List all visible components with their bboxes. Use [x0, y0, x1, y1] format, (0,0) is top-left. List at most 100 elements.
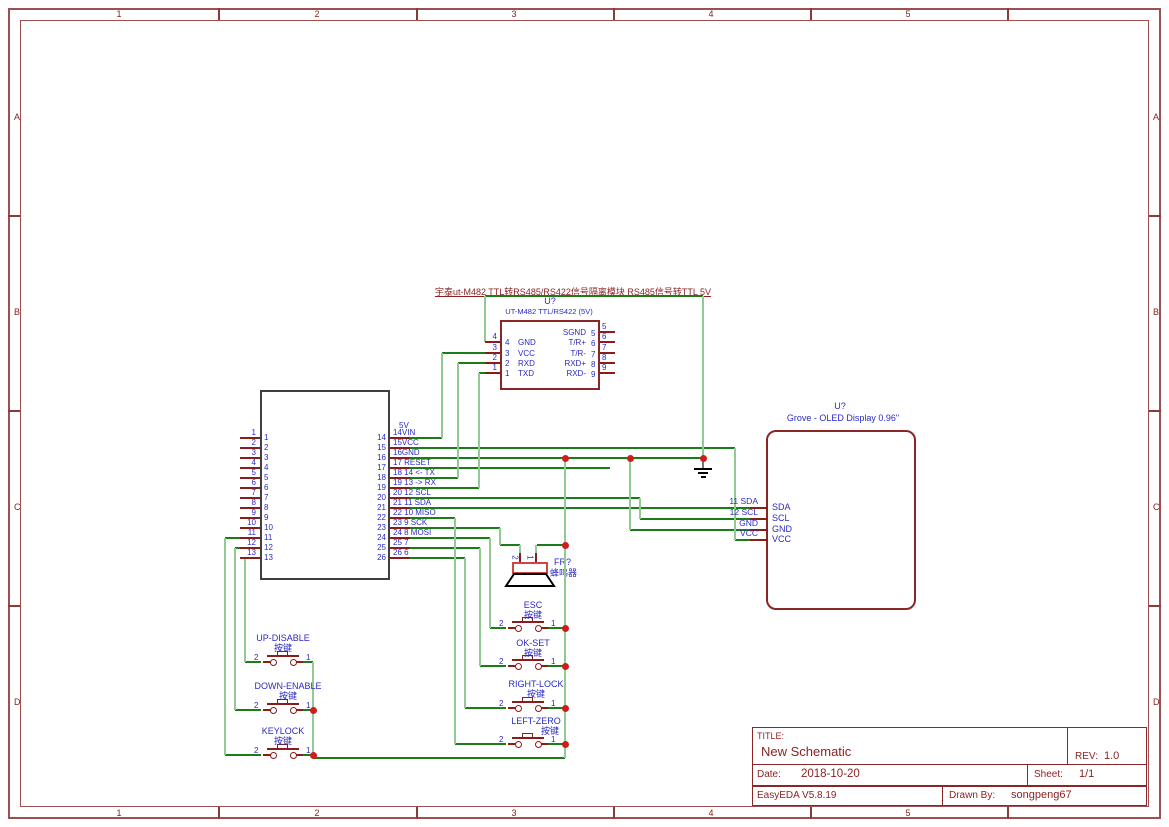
oled-pin-stub[interactable] — [750, 507, 768, 509]
mcu-right-pin-stub[interactable] — [390, 437, 410, 439]
button-sub-label[interactable]: 按键 — [526, 689, 545, 699]
wire[interactable] — [244, 558, 246, 662]
wire[interactable] — [640, 518, 750, 520]
mcu-left-pin-stub[interactable] — [240, 457, 260, 459]
mcu-right-pin-stub[interactable] — [390, 457, 410, 459]
mcu-right-pin-label[interactable]: 24 8 MOSI — [393, 528, 432, 537]
wire[interactable] — [410, 457, 703, 459]
mcu-left-pin-stub[interactable] — [240, 477, 260, 479]
button-name-label[interactable]: LEFT-ZERO — [511, 716, 561, 726]
wire[interactable] — [410, 467, 610, 469]
mcu-right-pin-label[interactable]: 20 12 SCL — [393, 488, 431, 497]
mcu-left-pin-stub[interactable] — [240, 497, 260, 499]
wire[interactable] — [734, 448, 736, 540]
wire[interactable] — [441, 353, 443, 438]
ut-m482-left-pin-stub[interactable] — [485, 362, 500, 364]
mcu-left-pin-stub[interactable] — [240, 527, 260, 529]
mcu-left-pin-stub[interactable] — [240, 467, 260, 469]
wire[interactable] — [313, 757, 565, 759]
wire[interactable] — [458, 362, 485, 364]
mcu-module-body[interactable] — [260, 390, 390, 580]
mcu-left-pin-stub[interactable] — [240, 437, 260, 439]
drawn-by-value[interactable]: songpeng67 — [1011, 789, 1072, 801]
wire[interactable] — [454, 518, 456, 744]
wire[interactable] — [410, 557, 465, 559]
wire[interactable] — [548, 707, 565, 709]
oled-designator[interactable]: U? — [834, 401, 846, 411]
wire[interactable] — [519, 545, 521, 553]
wire[interactable] — [235, 709, 261, 711]
wire[interactable] — [410, 517, 455, 519]
wire[interactable] — [484, 296, 486, 342]
wire[interactable] — [442, 352, 485, 354]
mcu-right-pin-label[interactable]: 14VIN — [393, 428, 416, 437]
button-sub-label[interactable]: 按键 — [278, 691, 297, 701]
wire[interactable] — [234, 548, 236, 710]
ut-m482-right-pin-stub[interactable] — [600, 341, 615, 343]
wire[interactable] — [548, 743, 565, 745]
wire[interactable] — [564, 458, 566, 758]
ut-m482-left-pin-stub[interactable] — [485, 352, 500, 354]
oled-pin-stub[interactable] — [750, 529, 768, 531]
wire[interactable] — [630, 529, 750, 531]
wire[interactable] — [235, 547, 240, 549]
wire[interactable] — [478, 373, 480, 488]
wire[interactable] — [410, 547, 480, 549]
wire[interactable] — [303, 661, 313, 663]
ut-m482-left-pin-stub[interactable] — [485, 341, 500, 343]
wire[interactable] — [485, 295, 703, 297]
ut-m482-left-pin-stub[interactable] — [485, 372, 500, 374]
mcu-right-pin-stub[interactable] — [390, 447, 410, 449]
wire[interactable] — [410, 447, 735, 449]
wire[interactable] — [457, 363, 459, 478]
oled-net-label[interactable]: 11 SDA — [729, 496, 758, 506]
module-note-text[interactable]: 宇泰ut-M482 TTL转RS485/RS422信号隔离模块 RS485信号转… — [434, 287, 712, 297]
wire[interactable] — [479, 372, 485, 374]
mcu-right-pin-label[interactable]: 15VCC — [393, 438, 419, 447]
button-name-label[interactable]: ESC — [523, 600, 543, 610]
oled-part-name[interactable]: Grove - OLED Display 0.96" — [786, 413, 900, 423]
mcu-right-pin-label[interactable]: 22 10 MISO — [393, 508, 436, 517]
ut-m482-body[interactable] — [500, 320, 600, 390]
mcu-right-pin-stub[interactable] — [390, 477, 410, 479]
wire[interactable] — [489, 538, 491, 628]
ut-m482-right-pin-stub[interactable] — [600, 362, 615, 364]
oled-net-label[interactable]: 12 SCL — [729, 507, 758, 517]
oled-pin-stub[interactable] — [750, 539, 768, 541]
mcu-right-pin-stub[interactable] — [390, 507, 410, 509]
mcu-right-pin-stub[interactable] — [390, 467, 410, 469]
mcu-left-pin-stub[interactable] — [240, 447, 260, 449]
mcu-right-pin-label[interactable]: 17 RESET — [393, 458, 431, 467]
mcu-right-pin-label[interactable]: 18 14 <- TX — [393, 468, 435, 477]
wire[interactable] — [410, 437, 442, 439]
mcu-right-pin-label[interactable]: 23 9 SCK — [393, 518, 428, 527]
mcu-right-pin-label[interactable]: 26 6 — [393, 548, 409, 557]
wire[interactable] — [480, 665, 506, 667]
rev-value[interactable]: 1.0 — [1104, 750, 1120, 762]
wire[interactable] — [245, 661, 261, 663]
wire[interactable] — [500, 544, 520, 546]
buzzer-designator[interactable]: FR? — [554, 557, 572, 567]
button-sub-label[interactable]: 按键 — [523, 648, 542, 658]
mcu-left-pin-stub[interactable] — [240, 507, 260, 509]
wire[interactable] — [464, 558, 466, 708]
oled-pin-stub[interactable] — [750, 518, 768, 520]
mcu-left-pin-stub[interactable] — [240, 557, 260, 559]
button-sub-label[interactable]: 按键 — [523, 610, 542, 620]
button-name-label[interactable]: KEYLOCK — [261, 726, 305, 736]
ut-m482-right-pin-stub[interactable] — [600, 372, 615, 374]
oled-net-label[interactable]: VCC — [740, 528, 758, 538]
mcu-right-pin-stub[interactable] — [390, 527, 410, 529]
wire[interactable] — [224, 538, 226, 755]
wire[interactable] — [702, 296, 704, 458]
mcu-right-pin-stub[interactable] — [390, 487, 410, 489]
wire[interactable] — [303, 709, 313, 711]
button-name-label[interactable]: UP-DISABLE — [256, 633, 310, 643]
wire[interactable] — [629, 458, 631, 530]
mcu-right-pin-stub[interactable] — [390, 537, 410, 539]
mcu-left-pin-stub[interactable] — [240, 487, 260, 489]
pin-stub[interactable] — [535, 553, 537, 562]
wire[interactable] — [455, 743, 506, 745]
button-sub-label[interactable]: 按键 — [540, 726, 559, 736]
mcu-left-pin-stub[interactable] — [240, 547, 260, 549]
